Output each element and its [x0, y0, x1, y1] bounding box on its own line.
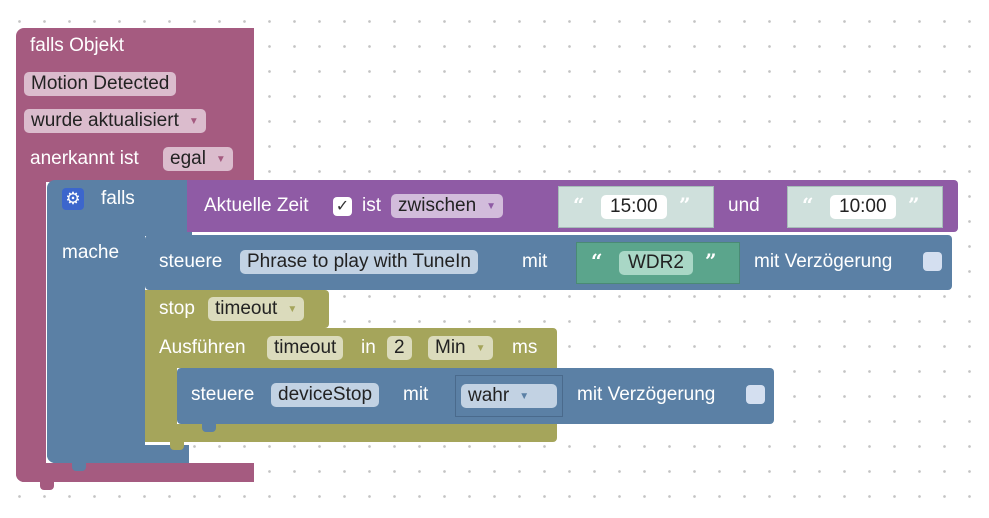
- inner-control-notch: [202, 424, 216, 432]
- if-notch: [72, 463, 86, 471]
- operator-value: zwischen: [398, 195, 477, 216]
- quote-close-icon: ”: [705, 249, 717, 273]
- control-label: steuere: [159, 251, 223, 272]
- quote-close-icon: ”: [908, 193, 920, 217]
- timeout-label: Ausführen: [159, 337, 246, 358]
- inner-control-label: steuere: [191, 384, 255, 405]
- inner-control-delay-checkbox[interactable]: [746, 385, 765, 404]
- control-target-field[interactable]: Phrase to play with TuneIn: [240, 250, 478, 274]
- start-time-value[interactable]: 15:00: [601, 195, 667, 219]
- timeout-block-bottom: [145, 424, 557, 442]
- dropdown-arrow-icon: ▼: [486, 201, 497, 212]
- timeout-unit-dropdown[interactable]: Min ▼: [428, 336, 493, 360]
- dropdown-arrow-icon: ▼: [287, 304, 298, 315]
- operator-dropdown[interactable]: zwischen ▼: [391, 194, 504, 218]
- trigger-notch: [40, 482, 54, 490]
- quote-close-icon: ”: [679, 193, 691, 217]
- inner-control-value-socket[interactable]: wahr ▼: [455, 375, 563, 417]
- time-checkbox[interactable]: ✓: [333, 197, 352, 216]
- stop-label: stop: [159, 298, 195, 319]
- end-time-string[interactable]: “ 10:00 ”: [787, 186, 943, 228]
- inner-control-target-field[interactable]: deviceStop: [271, 383, 380, 407]
- trigger-label: falls Objekt: [30, 35, 124, 56]
- do-label: mache: [62, 242, 120, 263]
- trigger-block-side: [16, 180, 46, 482]
- trigger-block-bottom: [16, 463, 254, 482]
- quote-open-icon: “: [591, 249, 603, 273]
- control-value-string[interactable]: “ WDR2 ”: [576, 242, 740, 284]
- timeout-unit-value: Min: [435, 337, 466, 358]
- ack-dropdown[interactable]: egal ▼: [163, 147, 233, 171]
- stop-timer-dropdown[interactable]: timeout ▼: [208, 297, 305, 321]
- control-with-label: mit: [522, 251, 548, 272]
- if-label: falls: [101, 188, 135, 209]
- event-value: wurde aktualisiert: [31, 110, 179, 131]
- dropdown-arrow-icon: ▼: [215, 154, 226, 165]
- control-value[interactable]: WDR2: [619, 251, 693, 275]
- dropdown-arrow-icon: ▼: [519, 391, 530, 402]
- timeout-ms-label: ms: [512, 337, 538, 358]
- quote-open-icon: “: [802, 193, 814, 217]
- stop-timer-value: timeout: [215, 298, 278, 319]
- timeout-in-label: in: [361, 337, 376, 358]
- current-time-label: Aktuelle Zeit: [204, 195, 309, 216]
- control-delay-checkbox[interactable]: [923, 252, 942, 271]
- ack-label: anerkannt ist: [30, 148, 139, 169]
- inner-control-with-label: mit: [403, 384, 429, 405]
- quote-open-icon: “: [573, 193, 585, 217]
- inner-control-delay-label: mit Verzögerung: [577, 384, 716, 405]
- inner-control-value-dropdown[interactable]: wahr ▼: [461, 384, 557, 408]
- if-block-side: [47, 230, 145, 463]
- timeout-amount-field[interactable]: 2: [387, 336, 412, 360]
- inner-control-value: wahr: [468, 385, 510, 406]
- control-delay-label: mit Verzögerung: [754, 251, 893, 272]
- end-time-value[interactable]: 10:00: [830, 195, 896, 219]
- timeout-notch: [170, 442, 184, 450]
- is-label: ist: [362, 195, 381, 216]
- start-time-string[interactable]: “ 15:00 ”: [558, 186, 714, 228]
- dropdown-arrow-icon: ▼: [188, 116, 199, 127]
- ack-value: egal: [170, 148, 206, 169]
- dropdown-arrow-icon: ▼: [475, 343, 486, 354]
- event-dropdown[interactable]: wurde aktualisiert ▼: [24, 109, 206, 133]
- if-block-bottom: [47, 445, 189, 463]
- object-id-field[interactable]: Motion Detected: [24, 72, 177, 96]
- and-label: und: [728, 195, 760, 216]
- timeout-timer-field[interactable]: timeout: [267, 336, 344, 360]
- gear-icon[interactable]: ⚙: [62, 188, 84, 210]
